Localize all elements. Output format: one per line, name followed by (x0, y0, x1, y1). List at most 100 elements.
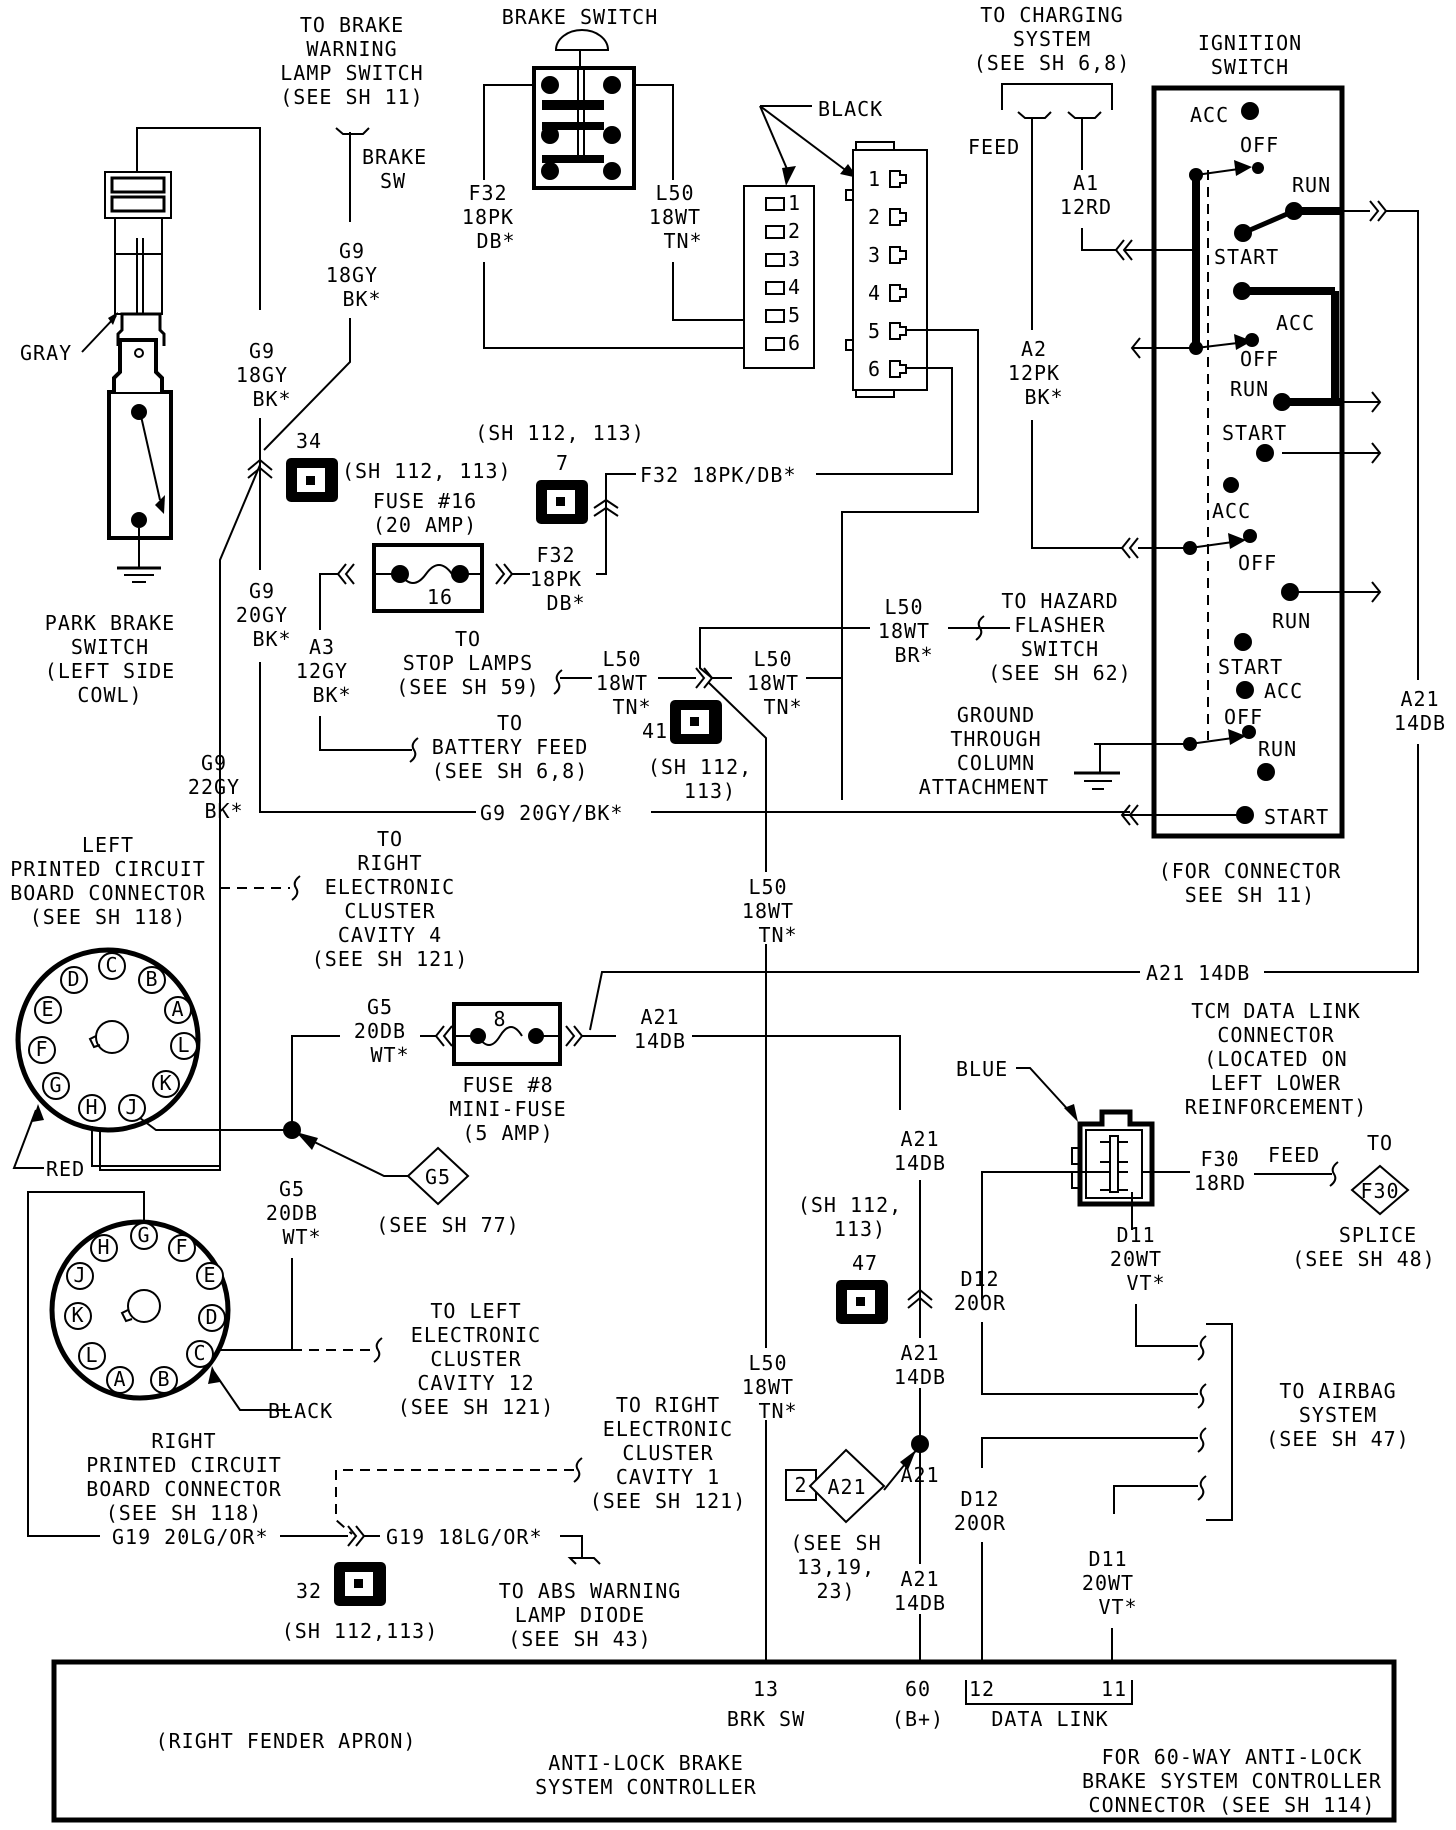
terminal-icon (889, 284, 907, 302)
wire-code: 20WT (1082, 1571, 1134, 1595)
label-line: (SEE SH 11) (280, 85, 423, 109)
g19-left-label: G19 20LG/OR* (112, 1525, 269, 1549)
label-line: TO LEFT (430, 1299, 521, 1323)
connector-b-pin: 6 (868, 357, 907, 381)
wire-d12-lower (981, 1437, 1198, 1468)
wire-code: A3 (309, 635, 335, 659)
pin-number: 4 (868, 281, 881, 305)
f32-top-wire-label: F32 18PK/DB* (640, 463, 797, 487)
position-run: RUN (1230, 377, 1269, 401)
connector-b-pin: 4 (868, 281, 907, 305)
splice-ref: (SEE SH (790, 1531, 881, 1555)
ignition-switch[interactable] (1100, 85, 1345, 839)
fuse-number: 8 (493, 1007, 506, 1031)
f30-splice[interactable]: F30 (1350, 1164, 1410, 1216)
brake-switch-title: BRAKE SWITCH (502, 5, 659, 29)
splice-number: 34 (296, 429, 322, 453)
terminal-icon (889, 208, 907, 226)
inline-connector-icon (907, 1288, 933, 1309)
data-link-bracket (965, 1680, 1133, 1705)
wire-code: F32 (468, 181, 507, 205)
splice-32[interactable]: 32 (SH 112,113) (282, 1562, 439, 1643)
splice-ref: (SEE SH 77) (376, 1213, 519, 1237)
tcm-data-link-connector[interactable] (1071, 1109, 1155, 1207)
position-acc: ACC (1190, 103, 1229, 127)
fuse-8[interactable]: 8 (452, 1002, 562, 1066)
wire-code: VT* (1098, 1595, 1137, 1619)
label-line: SYSTEM (1299, 1403, 1377, 1427)
connector-b-pin: 2 (868, 205, 907, 229)
black-pointer (213, 1371, 290, 1411)
wire-code: 14DB (894, 1151, 946, 1175)
abs-controller[interactable] (51, 1659, 1397, 1823)
connector-icon (434, 1025, 453, 1047)
airbag-connector-breaks (1197, 1323, 1233, 1521)
connector-icon (1369, 200, 1388, 222)
label-line: BOARD CONNECTOR (86, 1477, 282, 1501)
position-off: OFF (1238, 551, 1277, 575)
terminal-icon (889, 322, 907, 340)
pin-number: 6 (868, 357, 881, 381)
splice-7[interactable]: 7 (SH 112, 113) (475, 421, 645, 524)
pin-number: 4 (788, 275, 801, 299)
terminal-icon (889, 246, 907, 264)
wire-f32-brake (483, 84, 534, 180)
arrow-icon (1371, 581, 1382, 603)
label-line: TO (377, 827, 403, 851)
g9-bus-label: G9 20GY/BK* (480, 801, 623, 825)
label-line: ATTACHMENT (919, 775, 1049, 799)
park-brake-switch (104, 127, 261, 583)
wire-code: A2 (1021, 337, 1047, 361)
pin-number: 12 (969, 1677, 995, 1701)
fuse-16[interactable]: 16 (372, 543, 484, 613)
label-line: TCM DATA LINK (1191, 999, 1361, 1023)
connector-break-icon (1017, 111, 1102, 119)
wire-code: 18GY (326, 263, 378, 287)
a21-splice[interactable]: 2 A21 (785, 1448, 886, 1524)
splice-number: 32 (296, 1579, 322, 1603)
wire-code: TN* (612, 695, 651, 719)
connector-note: (FOR CONNECTOR (1159, 859, 1342, 883)
splice-ref: (SH 112, 113) (342, 459, 512, 483)
wire-code: F32 (536, 543, 575, 567)
splice-34[interactable]: 34 (SH 112, 113) (286, 429, 512, 502)
splice-ref: 113) (834, 1217, 886, 1241)
fuse8-title: MINI-FUSE (449, 1097, 566, 1121)
label-line: COWL) (77, 683, 142, 707)
cavity-letter: F (35, 1037, 48, 1061)
connector-icon (347, 1525, 366, 1547)
wire-code: BK* (1024, 385, 1063, 409)
wire-code: 14DB (894, 1591, 946, 1615)
connector-icon (565, 1025, 584, 1047)
arrow-icon (1130, 337, 1141, 359)
position-run: RUN (1272, 609, 1311, 633)
splice-47[interactable]: 47 (SH 112, 113) (798, 1193, 902, 1324)
wire-a3 (319, 573, 338, 630)
wire-l50-down (707, 681, 767, 1690)
wire-code: 20GY (236, 603, 288, 627)
label-line: CAVITY 4 (338, 923, 442, 947)
label-line: PRINTED CIRCUIT (86, 1453, 282, 1477)
fuse16-title: FUSE #16 (373, 489, 477, 513)
connector-break-icon (553, 669, 563, 695)
connector-a-pin: 5 (765, 303, 801, 327)
splice-41[interactable]: 41 (SH 112, 113) (642, 700, 752, 803)
connector-a-pin: 4 (765, 275, 801, 299)
wire-code: BK* (312, 683, 351, 707)
g5-splice[interactable]: G5 (406, 1146, 470, 1206)
wire-code: 14DB (894, 1365, 946, 1389)
wire-g9-lamp (263, 318, 351, 451)
wire-l50-loop (699, 627, 1010, 679)
cavity-letter: J (125, 1095, 138, 1119)
wire-code: A1 (1073, 171, 1099, 195)
pin-number: 6 (788, 331, 801, 355)
pin-number: 5 (788, 303, 801, 327)
wire-code: D12 (960, 1267, 999, 1291)
label-line: (SEE SH 121) (312, 947, 469, 971)
label-line: (SEE SH 118) (30, 905, 187, 929)
cavity-letter: B (157, 1367, 170, 1391)
